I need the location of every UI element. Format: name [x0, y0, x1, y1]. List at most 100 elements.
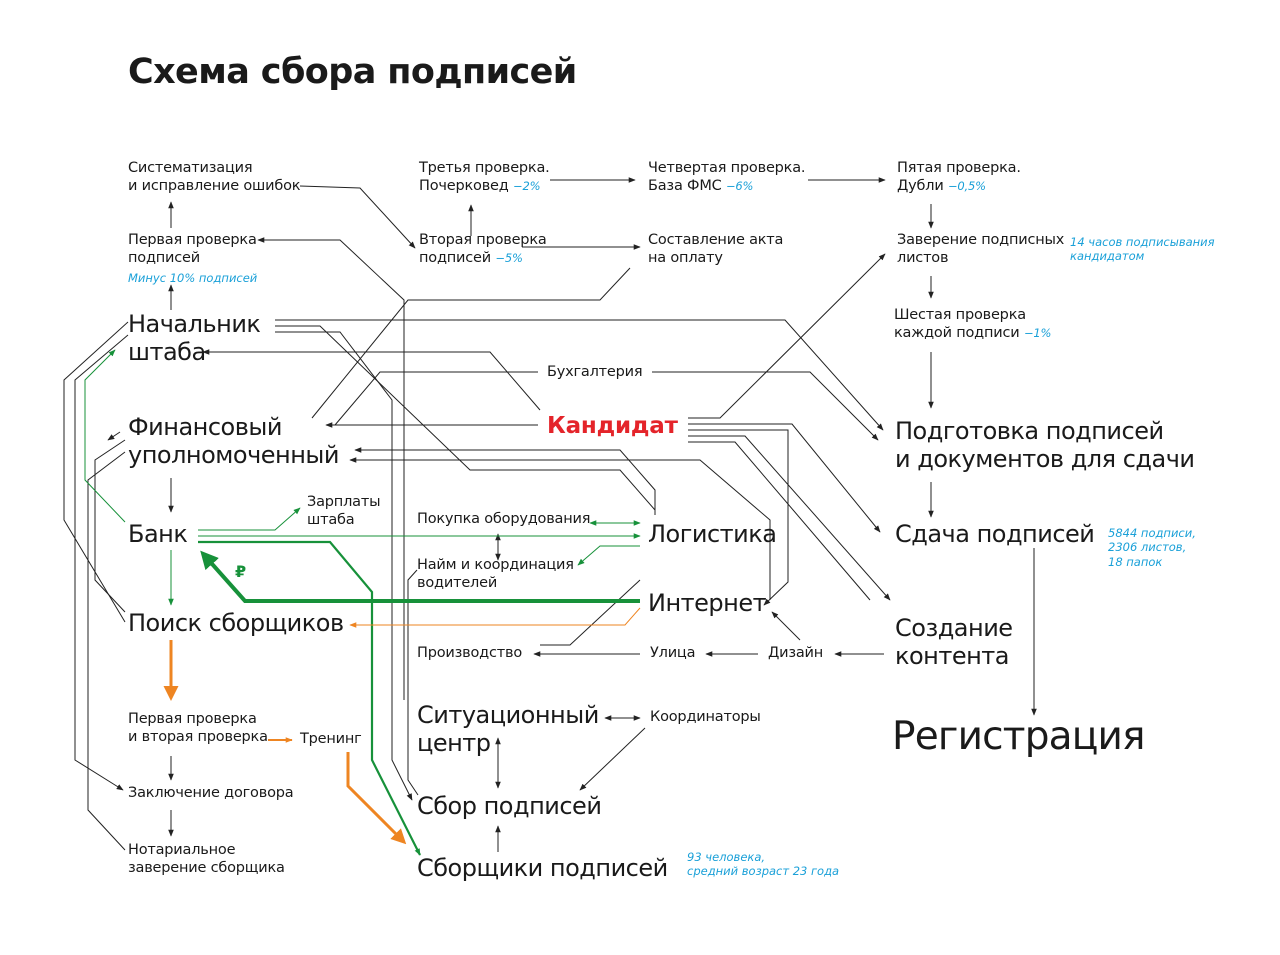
node-notary: Нотариальное заверение сборщика — [128, 842, 285, 877]
node-line: штаба — [307, 511, 355, 528]
node-line: штаба — [128, 337, 206, 366]
node-line: Финансовый — [128, 413, 282, 441]
connector-design-to-internet — [771, 611, 801, 641]
green-thick-connectors — [198, 540, 640, 856]
node-street: Улица — [650, 645, 696, 661]
node-situation: Ситуационный центр — [417, 701, 599, 757]
node-internet: Интернет — [648, 589, 767, 617]
connector-bank-to-chief — [84, 349, 126, 523]
node-training: Тренинг — [300, 731, 362, 747]
node-submission: Сдача подписей — [895, 520, 1095, 548]
node-line: Первая проверка — [128, 232, 257, 248]
connector-bank-to-salaries — [198, 507, 301, 531]
connector-hiring-to-collection — [407, 569, 419, 796]
percent-note: −1% — [1023, 325, 1052, 340]
node-line: Четвертая проверка. — [648, 160, 806, 176]
node-line: Пятая проверка. — [897, 160, 1021, 176]
node-financial: Финансовый уполномоченный — [128, 413, 339, 469]
note-line: 18 папок — [1108, 554, 1163, 569]
node-certification: Заверение подписных листов — [897, 232, 1064, 267]
node-production: Производство — [417, 645, 522, 661]
node-line: Почерковед — [419, 177, 509, 194]
connector-internet-to-bank — [200, 550, 640, 603]
node-sixth-check: Шестая проверка каждой подписи −1% — [894, 307, 1051, 342]
note-14-hours: 14 часов подписывания кандидатом — [1070, 235, 1215, 264]
connector-internet-to-financial — [349, 457, 771, 600]
connector-candidate-to-submission — [688, 423, 881, 533]
note-minus-10: Минус 10% подписей — [128, 271, 258, 285]
node-accounting: Бухгалтерия — [547, 364, 643, 380]
node-line: Заверение подписных — [897, 232, 1065, 248]
node-line: контента — [895, 641, 1010, 670]
node-line: Ситуационный — [417, 701, 599, 729]
node-purchase: Покупка оборудования — [417, 511, 591, 527]
black-connectors — [63, 177, 1037, 852]
note-line: 93 человека, — [687, 850, 766, 864]
note-line: средний возраст 23 года — [687, 864, 840, 879]
node-fourth-check: Четвертая проверка. База ФМС −6% — [648, 160, 806, 195]
connector-internet-to-search — [349, 607, 641, 628]
ruble-icon: ₽ — [235, 562, 247, 581]
connector-financial-loop — [107, 431, 121, 441]
connector-coordinators-to-collection — [579, 727, 646, 791]
node-line: База ФМС — [648, 177, 722, 194]
node-third-check: Третья проверка. Почерковед −2% — [419, 160, 550, 195]
node-line: водителей — [417, 574, 498, 591]
node-line: Подготовка подписей — [895, 417, 1164, 445]
percent-note: −6% — [725, 178, 754, 193]
connector-logistics-to-hiring — [577, 545, 640, 566]
node-fifth-check: Пятая проверка. Дубли −0,5% — [897, 160, 1021, 195]
node-coordinators: Координаторы — [650, 709, 761, 725]
node-first-second: Первая проверка и вторая проверка — [128, 711, 268, 746]
node-content: Создание контента — [895, 614, 1013, 670]
node-design: Дизайн — [768, 645, 824, 661]
node-line: и вторая проверка — [128, 728, 268, 745]
node-systematization: Систематизация и исправление ошибок — [128, 160, 301, 195]
note-line: кандидатом — [1070, 249, 1145, 264]
connector-training-to-collectors — [346, 752, 407, 845]
connector-candidate-to-certification — [688, 253, 886, 419]
node-line: Систематизация — [128, 160, 253, 176]
node-line: Найм и координация — [417, 557, 574, 573]
node-line: Начальник — [128, 310, 261, 338]
connector-logistics-to-financial — [354, 447, 656, 515]
node-salaries: Зарплаты штаба — [307, 494, 381, 529]
node-line: Составление акта — [648, 232, 784, 248]
connector-systematization-to-second — [299, 185, 416, 249]
node-first-check: Первая проверка подписей — [128, 232, 257, 267]
node-candidate: Кандидат — [547, 413, 678, 439]
connector-candidate-to-content-2 — [688, 441, 871, 601]
connector-accounting-to-financial — [334, 371, 538, 426]
node-chief: Начальник штаба — [128, 310, 261, 366]
node-collectors: Сборщики подписей — [417, 854, 668, 882]
node-line: и исправление ошибок — [128, 177, 301, 194]
node-line: Первая проверка — [128, 711, 257, 727]
node-line: Зарплаты — [307, 494, 381, 510]
percent-note: −2% — [513, 178, 541, 193]
note-line: 14 часов подписывания — [1070, 235, 1215, 249]
connector-act-to-financial — [311, 267, 631, 419]
connector-chief-to-preparation — [275, 319, 884, 431]
node-line: Дубли — [897, 177, 944, 194]
note-collectors-stats: 93 человека, средний возраст 23 года — [687, 850, 839, 879]
connector-chief-to-search — [63, 321, 129, 623]
node-act: Составление акта на оплату — [648, 232, 783, 267]
node-line: листов — [897, 249, 949, 266]
connector-candidate-to-content-1 — [688, 435, 891, 601]
connector-chief-to-contract — [74, 334, 129, 791]
connector-accounting-to-preparation — [652, 371, 879, 441]
node-line: Шестая проверка — [894, 307, 1026, 323]
node-logistics: Логистика — [648, 520, 777, 548]
node-line: подписей — [419, 249, 491, 266]
connector-to-first-check — [257, 237, 405, 700]
node-line: Нотариальное — [128, 842, 236, 858]
node-preparation: Подготовка подписей и документов для сда… — [895, 417, 1195, 473]
note-line: 2306 листов, — [1108, 540, 1187, 555]
node-line: центр — [417, 728, 491, 757]
node-contract: Заключение договора — [128, 785, 294, 801]
connector-candidate-to-chief — [202, 349, 541, 411]
node-line: заверение сборщика — [128, 859, 285, 876]
node-line: и документов для сдачи — [895, 444, 1195, 473]
node-line: Создание — [895, 614, 1013, 642]
